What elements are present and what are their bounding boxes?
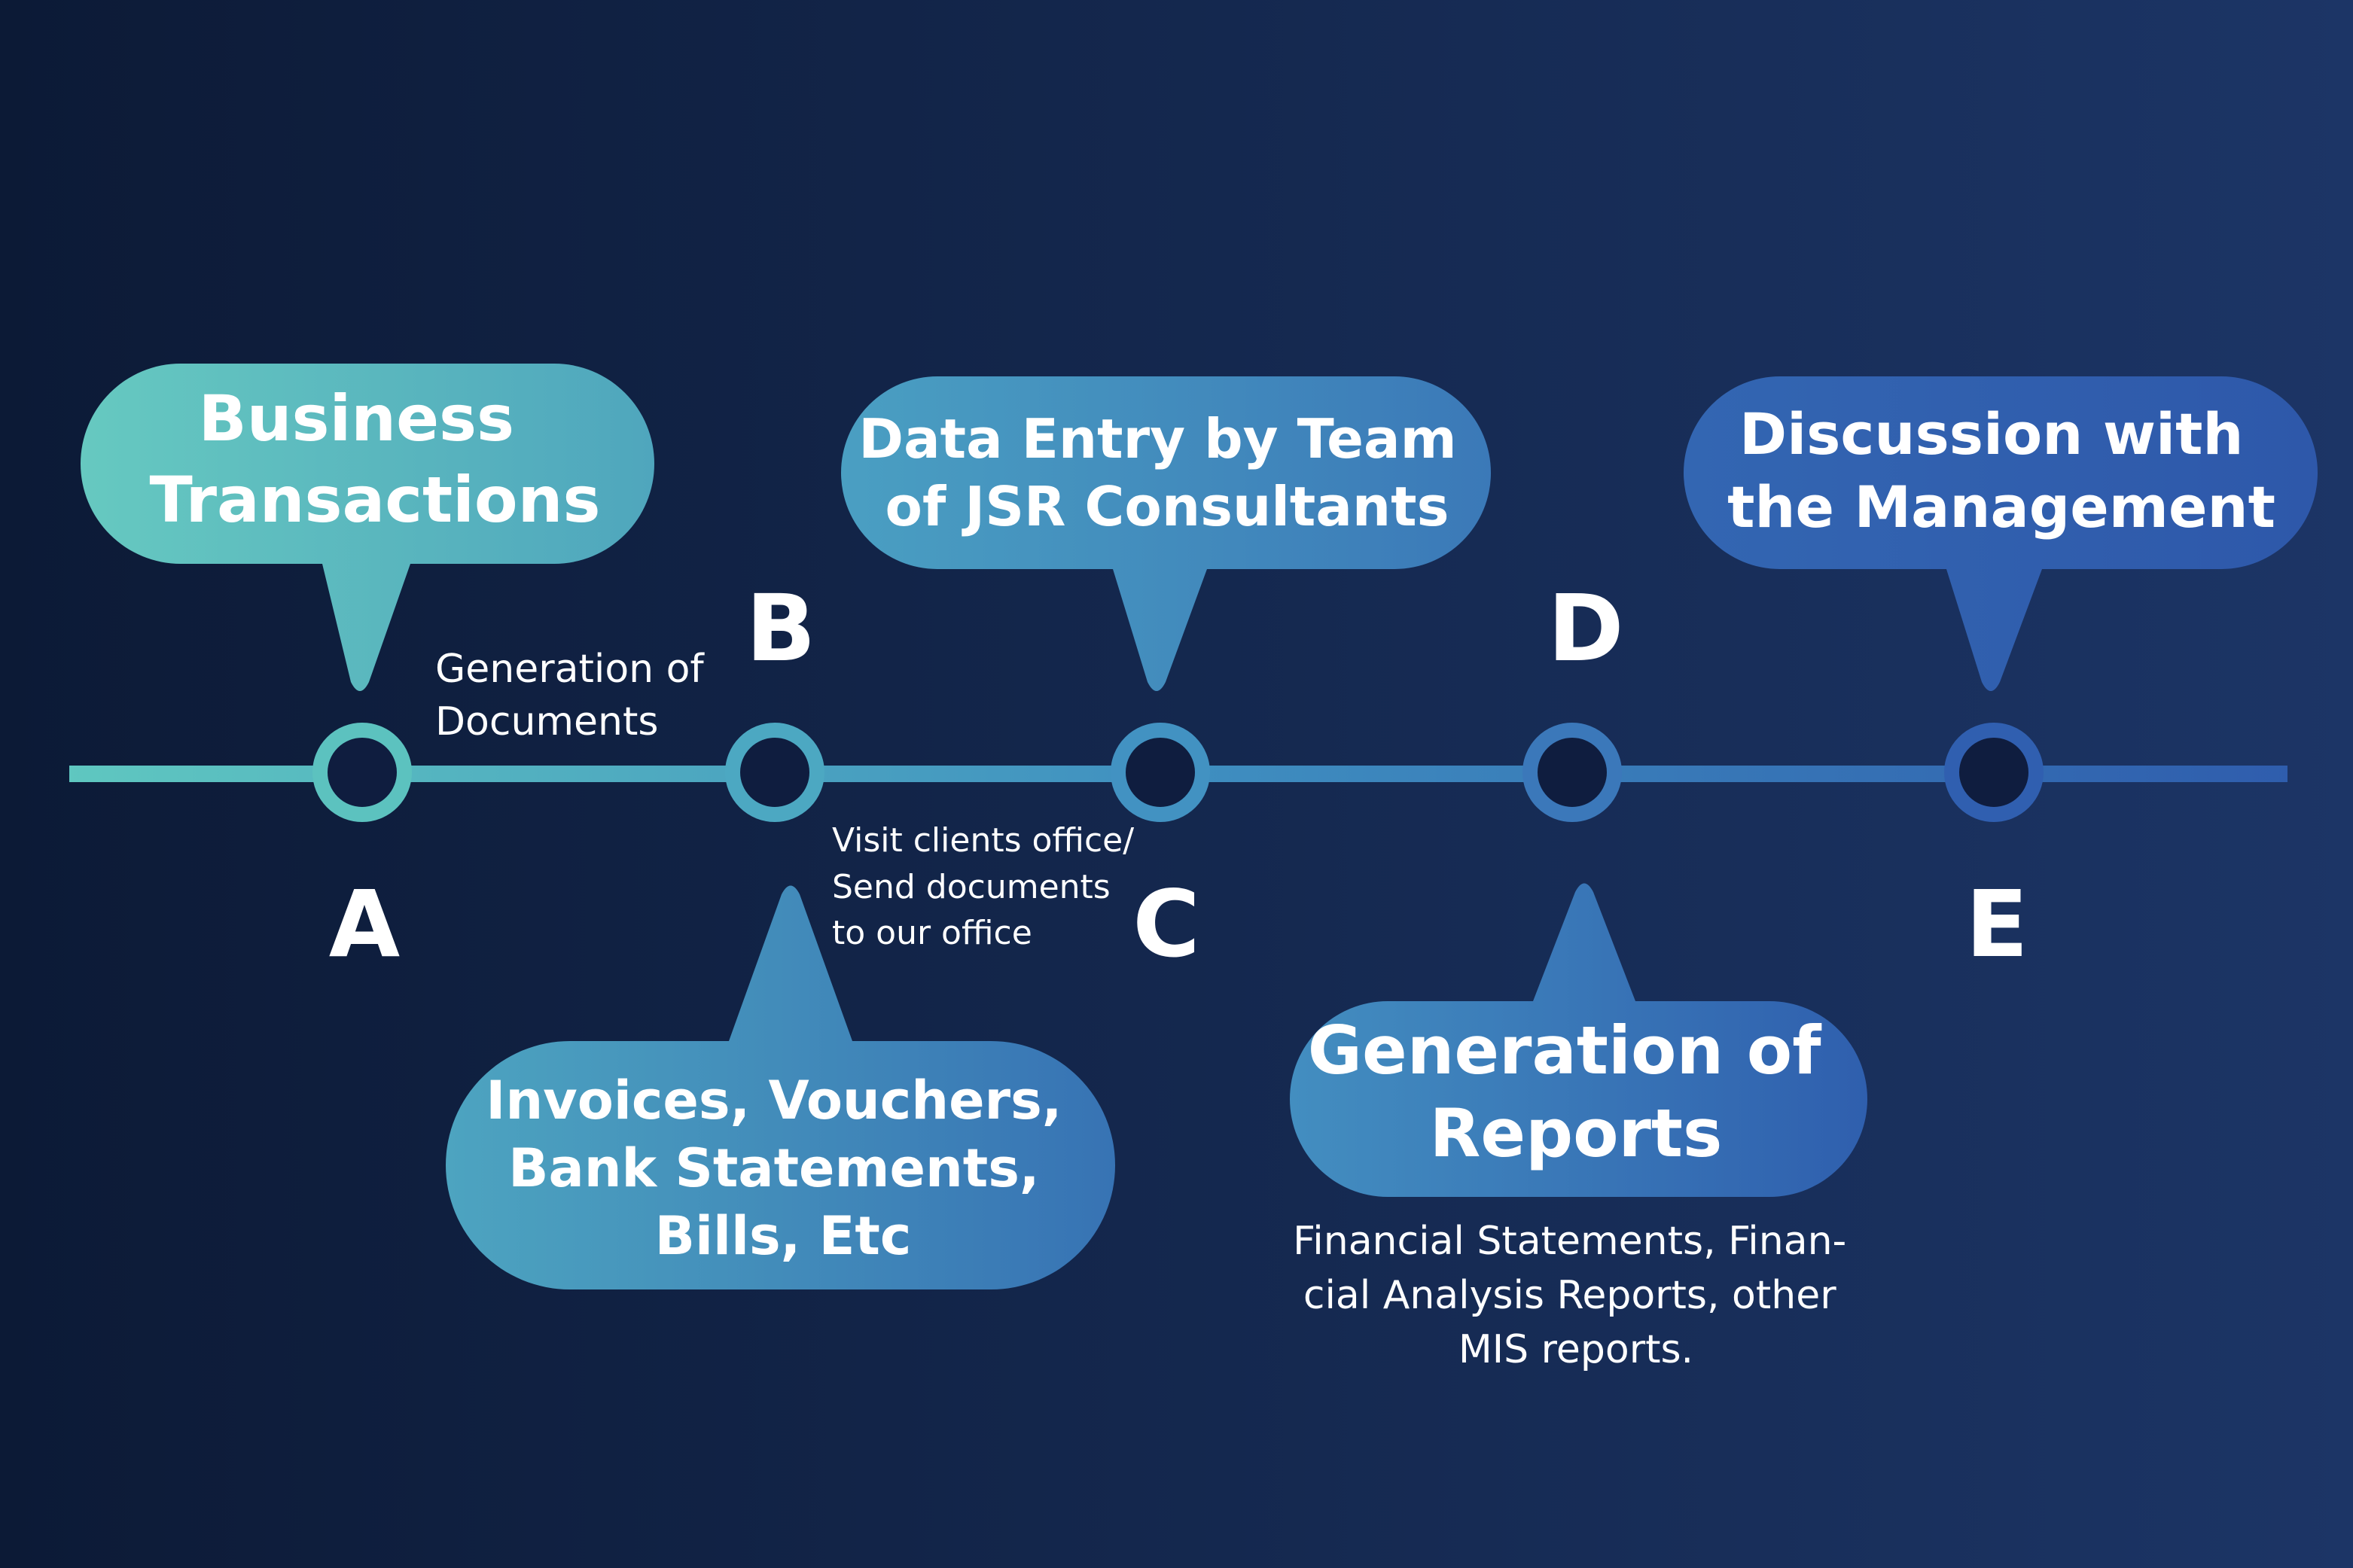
- stage-letter-c: C: [1132, 871, 1200, 978]
- stage-letter-d: D: [1547, 575, 1623, 682]
- note-visit-clients-office: Visit clients office/ Send documents to …: [832, 821, 1144, 952]
- callout-title: Data Entry by Team of JSR Consultants: [858, 407, 1475, 538]
- callout-title-line: Invoices, Vouchers,: [486, 1070, 1062, 1131]
- callout-title: Discussion with the Management: [1727, 400, 2275, 540]
- note-line: Documents: [435, 699, 659, 744]
- note-line: Generation of: [435, 647, 705, 692]
- callout-title-line: Discussion with: [1739, 400, 2244, 467]
- note-line: Send documents: [832, 868, 1111, 906]
- callout-title-line: of JSR Consultants: [885, 475, 1449, 538]
- callout-documents: Invoices, Vouchers, Bank Statements, Bil…: [446, 885, 1115, 1289]
- timeline-node-a: [312, 723, 412, 822]
- note-generation-of-documents: Generation of Documents: [435, 647, 716, 744]
- callout-title-line: Business: [199, 382, 514, 455]
- note-line: Financial Statements, Finan-: [1293, 1219, 1846, 1264]
- note-line: cial Analysis Reports, other: [1303, 1273, 1836, 1318]
- callout-title: Business Transactions: [150, 382, 601, 537]
- stage-letter-e: E: [1965, 871, 2028, 978]
- callout-data-entry: Data Entry by Team of JSR Consultants: [841, 376, 1491, 691]
- timeline-node-c: [1111, 723, 1210, 822]
- note-line: MIS reports.: [1458, 1327, 1693, 1372]
- timeline-node-e: [1944, 723, 2044, 822]
- callout-discussion-management: Discussion with the Management: [1684, 376, 2318, 691]
- timeline-node-d: [1522, 723, 1622, 822]
- callout-title-line: Generation of: [1308, 1012, 1822, 1089]
- callout-title-line: the Management: [1727, 473, 2275, 540]
- callout-generation-reports: Generation of Reports: [1290, 883, 1867, 1197]
- callout-title: Generation of Reports: [1308, 1012, 1844, 1172]
- timeline-nodes: [312, 723, 2044, 822]
- stage-letter-a: A: [329, 871, 400, 978]
- callout-title: Invoices, Vouchers, Bank Statements, Bil…: [486, 1070, 1080, 1267]
- callout-title-line: Reports: [1430, 1095, 1723, 1172]
- callout-title-line: Transactions: [150, 463, 601, 537]
- callout-title-line: Bank Statements,: [508, 1137, 1039, 1199]
- timeline-node-b: [725, 723, 824, 822]
- callout-business-transactions: Business Transactions: [81, 364, 654, 691]
- note-line: to our office: [832, 914, 1032, 952]
- callout-title-line: Data Entry by Team: [858, 407, 1456, 470]
- callout-title-line: Bills, Etc: [655, 1205, 912, 1267]
- note-reports-detail: Financial Statements, Finan- cial Analys…: [1293, 1219, 1859, 1372]
- stage-letter-b: B: [746, 575, 816, 682]
- note-line: Visit clients office/: [832, 821, 1134, 860]
